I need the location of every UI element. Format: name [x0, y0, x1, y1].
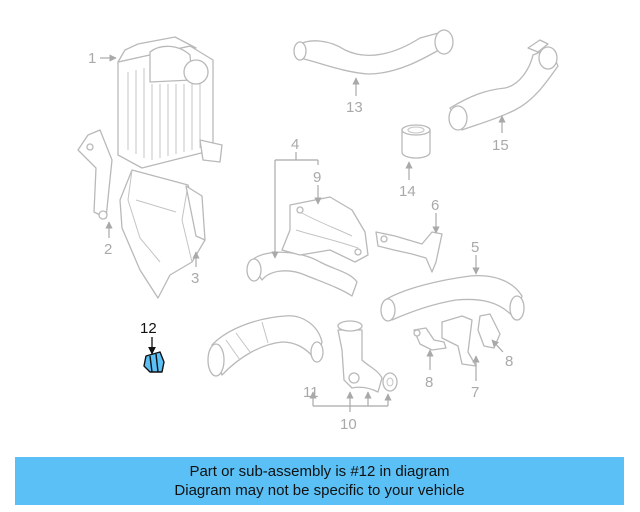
part-12-sensor[interactable]: [143, 351, 165, 373]
callout-14: 14: [399, 183, 416, 200]
part-15-hose: [448, 39, 559, 131]
callout-2: 2: [104, 241, 112, 258]
callout-3: 3: [191, 270, 199, 287]
part-5-hose: [380, 274, 525, 322]
callout-8-left: 8: [425, 374, 433, 391]
part-10-elbow: [337, 320, 398, 393]
callout-4: 4: [291, 136, 299, 153]
callout-7: 7: [471, 384, 479, 401]
callout-10: 10: [340, 416, 357, 433]
part-12-fill: [143, 351, 165, 373]
banner-line-2: Diagram may not be specific to your vehi…: [174, 482, 465, 499]
part-7-bracket: [441, 315, 477, 367]
part-6-bracket: [375, 231, 443, 273]
info-banner: Part or sub-assembly is #12 in diagram D…: [15, 457, 624, 505]
part-11-hose: [207, 315, 324, 377]
callout-8-right: 8: [505, 353, 513, 370]
part-14-coupler: [401, 124, 431, 159]
callout-15: 15: [492, 137, 509, 154]
banner-line-1: Part or sub-assembly is #12 in diagram: [189, 463, 450, 480]
part-8-clip-right: [477, 313, 501, 349]
part-2-bracket: [77, 129, 113, 220]
leader-lines: [100, 54, 506, 412]
callout-12: 12: [140, 320, 157, 337]
part-1-intercooler: [117, 36, 223, 169]
part-8-clamp-left: [413, 327, 447, 351]
callout-13: 13: [346, 99, 363, 116]
callout-1: 1: [88, 50, 96, 67]
part-3-duct: [119, 169, 206, 299]
part-4-hose: [246, 251, 358, 297]
callout-labels: 1 2 3 4 9 13 14 15 6 5 7 8 8 11 10 12: [88, 50, 513, 433]
callout-11: 11: [303, 384, 319, 401]
callout-9: 9: [313, 169, 321, 186]
part-9-heat-shield: [281, 196, 369, 263]
callout-6: 6: [431, 197, 439, 214]
callout-5: 5: [471, 239, 479, 256]
part-13-hose: [293, 29, 454, 75]
